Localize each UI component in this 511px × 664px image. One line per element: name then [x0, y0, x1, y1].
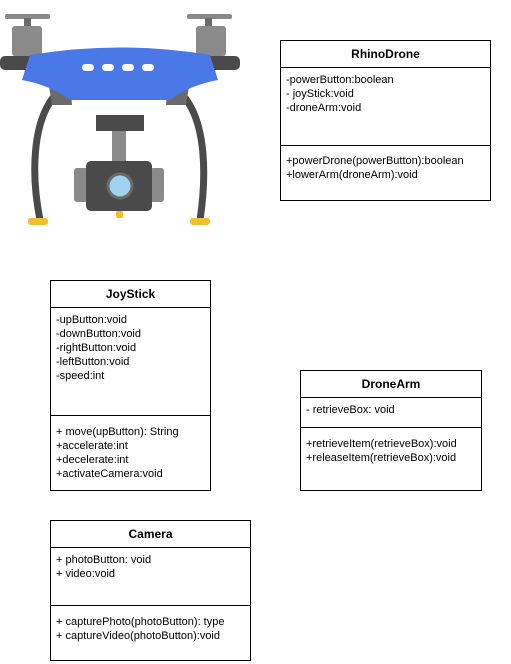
attribute: - retrieveBox: void — [306, 404, 395, 416]
method: +releaseItem(retrieveBox):void — [306, 452, 457, 464]
method: +activateCamera:void — [56, 468, 163, 480]
attribute: -downButton:void — [56, 328, 141, 340]
class-dronearm[interactable]: DroneArm - retrieveBox: void +retrieveIt… — [300, 370, 482, 491]
attribute: + video:void — [56, 568, 116, 580]
class-title: JoyStick — [51, 281, 210, 308]
attributes-section: - retrieveBox: void — [301, 398, 481, 427]
methods-section: +retrieveItem(retrieveBox):void +release… — [301, 427, 481, 465]
methods-section: + capturePhoto(photoButton): type + capt… — [51, 605, 250, 643]
method: +lowerArm(droneArm):void — [286, 169, 418, 181]
attribute: -upButton:void — [56, 314, 127, 326]
method: +accelerate:int — [56, 440, 128, 452]
methods-section: +powerDrone(powerButton):boolean +lowerA… — [281, 145, 490, 182]
drone-leg-right — [177, 89, 208, 221]
propeller-right — [187, 14, 232, 56]
drone-foot-left — [28, 218, 48, 225]
class-title: Camera — [51, 521, 250, 548]
attribute: -speed:int — [56, 370, 105, 382]
attribute: - joyStick:void — [286, 88, 354, 100]
drone-illustration-icon — [0, 14, 240, 225]
attribute: -leftButton:void — [56, 356, 130, 368]
attributes-section: + photoButton: void + video:void — [51, 548, 250, 605]
methods-section: + move(upButton): String +accelerate:int… — [51, 415, 210, 481]
method: +retrieveItem(retrieveBox):void — [306, 438, 457, 450]
propeller-left — [5, 14, 50, 56]
drone-body — [22, 47, 218, 100]
class-title: RhinoDrone — [281, 41, 490, 68]
attributes-section: -upButton:void -downButton:void -rightBu… — [51, 308, 210, 415]
drone-foot-right — [190, 218, 210, 225]
attribute: -droneArm:void — [286, 102, 362, 114]
camera-lens — [106, 172, 134, 200]
method: + capturePhoto(photoButton): type — [56, 616, 225, 628]
attribute: -powerButton:boolean — [286, 74, 394, 86]
attributes-section: -powerButton:boolean - joyStick:void -dr… — [281, 68, 490, 145]
method: + captureVideo(photoButton):void — [56, 630, 220, 642]
method: +powerDrone(powerButton):boolean — [286, 155, 464, 167]
class-camera[interactable]: Camera + photoButton: void + video:void … — [50, 520, 251, 661]
drone-leg-left — [31, 89, 61, 221]
class-rhinodrone[interactable]: RhinoDrone -powerButton:boolean - joySti… — [280, 40, 491, 201]
attribute: + photoButton: void — [56, 554, 152, 566]
class-title: DroneArm — [301, 371, 481, 398]
class-joystick[interactable]: JoyStick -upButton:void -downButton:void… — [50, 280, 211, 491]
method: +decelerate:int — [56, 454, 129, 466]
method: + move(upButton): String — [56, 426, 179, 438]
attribute: -rightButton:void — [56, 342, 137, 354]
